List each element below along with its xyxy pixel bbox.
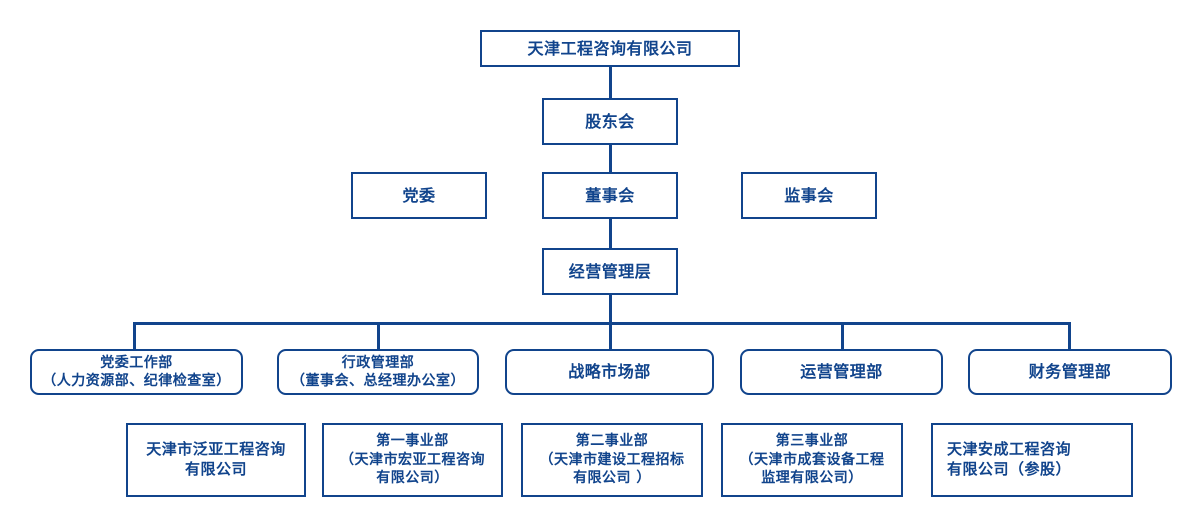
node-department-strategy-market[interactable]: 战略市场部 bbox=[505, 349, 714, 395]
node-board-of-directors[interactable]: 董事会 bbox=[542, 172, 678, 219]
node-business-unit-two-line2: （天津市建设工程招标 bbox=[539, 451, 685, 468]
node-subsidiary-ancheng-line2: 有限公司（参股） bbox=[947, 460, 1072, 478]
node-business-unit-one-line3: 有限公司） bbox=[376, 470, 449, 487]
connector-root-to-shareholders bbox=[608, 67, 612, 98]
node-business-unit-three-line1: 第三事业部 bbox=[775, 433, 849, 450]
node-business-unit-two-line1: 第二事业部 bbox=[575, 433, 649, 450]
node-business-unit-three-line3: 监理有限公司） bbox=[761, 470, 863, 487]
node-board-of-directors-label: 董事会 bbox=[585, 185, 635, 205]
node-business-unit-three[interactable]: 第三事业部 （天津市成套设备工程 监理有限公司） bbox=[721, 423, 903, 497]
node-root-company-label: 天津工程咨询有限公司 bbox=[527, 38, 693, 58]
node-subsidiary-ancheng[interactable]: 天津安成工程咨询 有限公司（参股） bbox=[931, 423, 1133, 497]
node-department-party-affairs-line1: 党委工作部 bbox=[100, 354, 173, 371]
node-root-company[interactable]: 天津工程咨询有限公司 bbox=[480, 30, 740, 67]
node-business-unit-two-line3: 有限公司 ） bbox=[573, 470, 651, 487]
node-board-of-supervisors-label: 监事会 bbox=[784, 185, 834, 205]
connector-bus-to-department-2 bbox=[376, 322, 380, 349]
connector-shareholders-to-board bbox=[608, 145, 612, 172]
connector-department-bus bbox=[133, 322, 1071, 325]
node-business-unit-one-line2: （天津市宏亚工程咨询 bbox=[340, 451, 485, 468]
node-shareholders-meeting-label: 股东会 bbox=[585, 111, 635, 131]
node-shareholders-meeting[interactable]: 股东会 bbox=[542, 98, 678, 145]
node-department-administration-line1: 行政管理部 bbox=[341, 354, 415, 371]
node-party-committee[interactable]: 党委 bbox=[351, 172, 487, 219]
node-subsidiary-ancheng-line1: 天津安成工程咨询 bbox=[947, 440, 1072, 459]
node-management-layer-label: 经营管理层 bbox=[568, 261, 652, 281]
node-department-operations[interactable]: 运营管理部 bbox=[740, 349, 943, 395]
connector-bus-to-department-1 bbox=[133, 322, 136, 349]
connector-bus-to-department-3 bbox=[608, 322, 612, 349]
node-management-layer[interactable]: 经营管理层 bbox=[542, 248, 678, 295]
node-department-administration[interactable]: 行政管理部 （董事会、总经理办公室） bbox=[277, 349, 479, 395]
connector-bus-to-department-4 bbox=[840, 322, 844, 349]
node-department-operations-label: 运营管理部 bbox=[800, 362, 883, 382]
node-subsidiary-fanya-line1: 天津市泛亚工程咨询 bbox=[146, 440, 286, 459]
node-department-party-affairs[interactable]: 党委工作部 （人力资源部、纪律检查室） bbox=[30, 349, 243, 395]
node-business-unit-one-line1: 第一事业部 bbox=[376, 433, 449, 450]
node-department-administration-line2: （董事会、总经理办公室） bbox=[291, 373, 465, 389]
node-subsidiary-fanya-line2: 有限公司 bbox=[184, 460, 247, 478]
connector-management-to-bus bbox=[608, 295, 612, 323]
node-department-strategy-market-label: 战略市场部 bbox=[568, 362, 651, 382]
connector-board-to-management bbox=[608, 219, 612, 248]
node-department-party-affairs-line2: （人力资源部、纪律检查室） bbox=[42, 373, 231, 389]
node-department-finance-label: 财务管理部 bbox=[1028, 362, 1112, 382]
node-business-unit-three-line2: （天津市成套设备工程 bbox=[739, 451, 885, 468]
node-party-committee-label: 党委 bbox=[402, 185, 436, 205]
connector-bus-to-department-5 bbox=[1068, 322, 1071, 349]
node-board-of-supervisors[interactable]: 监事会 bbox=[741, 172, 877, 219]
node-subsidiary-fanya[interactable]: 天津市泛亚工程咨询 有限公司 bbox=[126, 423, 306, 497]
node-business-unit-two[interactable]: 第二事业部 （天津市建设工程招标 有限公司 ） bbox=[521, 423, 703, 497]
node-department-finance[interactable]: 财务管理部 bbox=[968, 349, 1172, 395]
node-business-unit-one[interactable]: 第一事业部 （天津市宏亚工程咨询 有限公司） bbox=[322, 423, 503, 497]
